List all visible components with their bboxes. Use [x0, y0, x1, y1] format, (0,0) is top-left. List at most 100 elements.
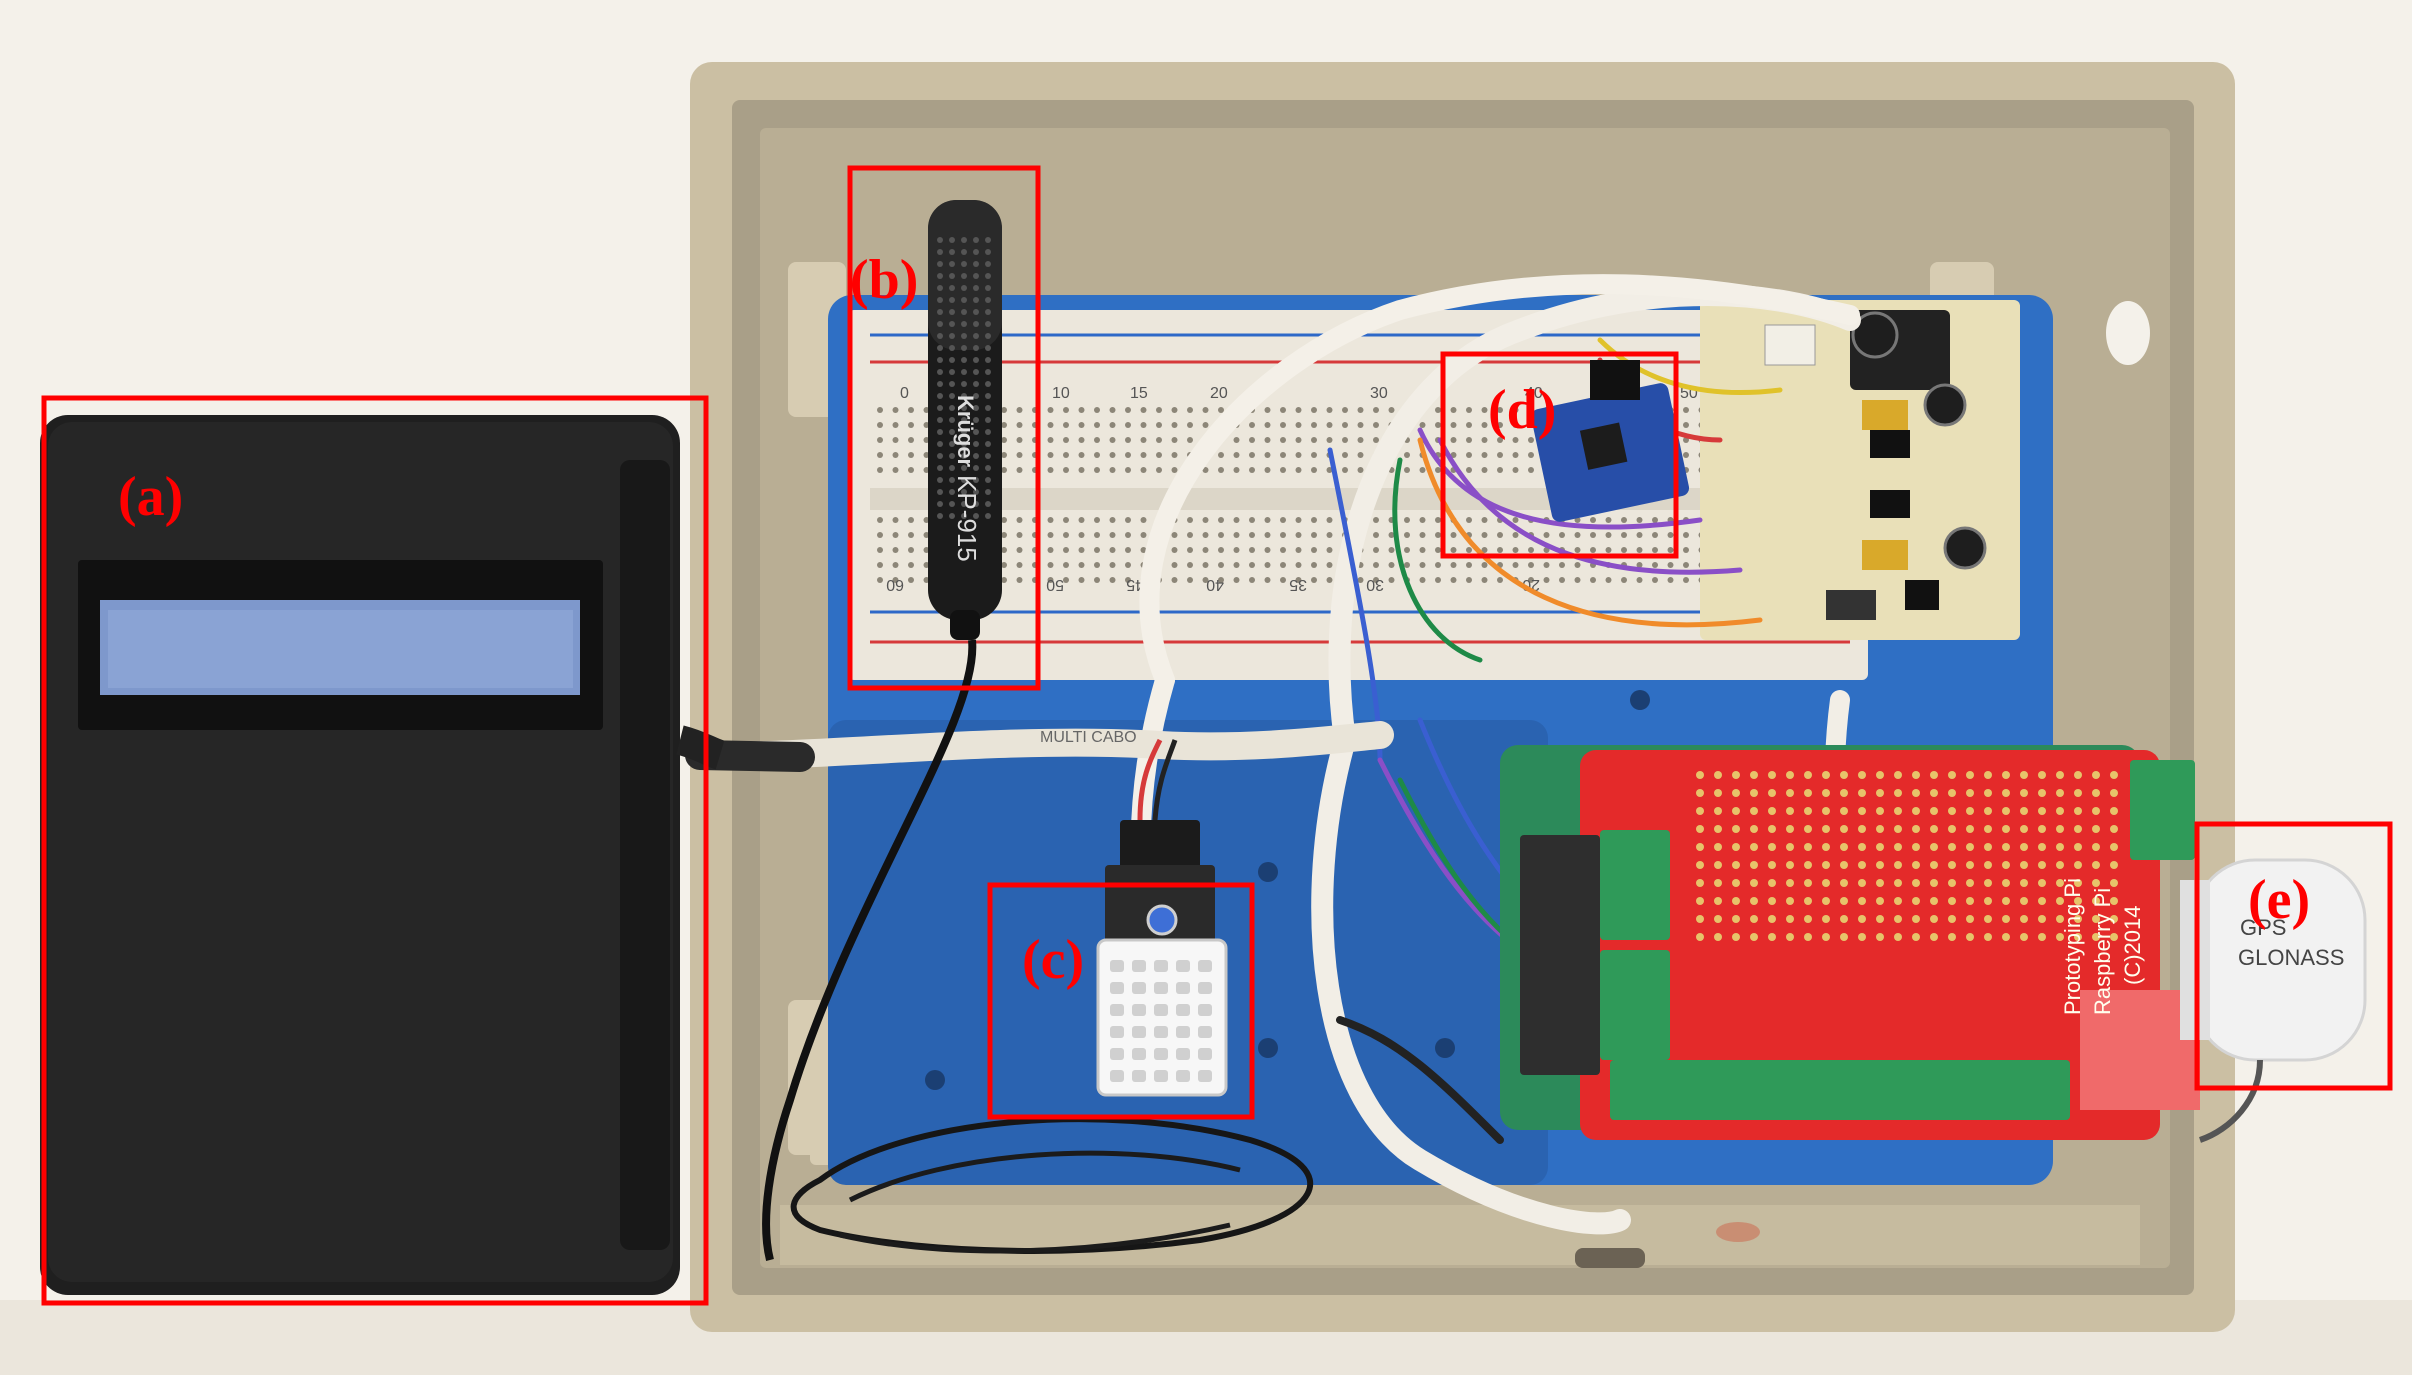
breadboard-number-bottom-1: 50	[1046, 576, 1064, 593]
probe-mesh-hole	[961, 441, 967, 447]
breadboard-hole	[1311, 422, 1317, 428]
shield-pad	[1732, 843, 1740, 851]
shield-pad	[1768, 861, 1776, 869]
shield-pad	[1858, 879, 1866, 887]
shield-pad	[1930, 771, 1938, 779]
probe-mesh-hole	[937, 357, 943, 363]
shield-pad	[2056, 807, 2064, 815]
breadboard-number-top-0: 0	[900, 385, 909, 402]
breadboard-hole	[1435, 562, 1441, 568]
shield-pad	[2074, 843, 2082, 851]
breadboard-hole	[1621, 517, 1627, 523]
breadboard-hole	[1528, 452, 1534, 458]
breadboard-hole	[1016, 407, 1023, 413]
probe-mesh-hole	[961, 417, 967, 423]
breadboard-hole	[1078, 517, 1085, 523]
breadboard-hole	[1078, 562, 1085, 568]
shield-pad	[1984, 825, 1992, 833]
breadboard-hole	[908, 422, 914, 428]
shield-pad	[1984, 771, 1992, 779]
shield-pad	[1696, 807, 1704, 815]
probe-mesh-hole	[973, 441, 979, 447]
probe-mesh-hole	[985, 249, 991, 255]
shield-pad	[1804, 879, 1812, 887]
probe-mesh-hole	[949, 429, 955, 435]
shield-pad	[2056, 933, 2064, 941]
shield-pad	[2038, 915, 2046, 923]
shield-pad	[2002, 861, 2010, 869]
breadboard-hole	[1264, 467, 1271, 473]
breadboard-hole	[1404, 532, 1410, 538]
breadboard-hole	[1435, 407, 1441, 413]
probe-mesh-hole	[937, 237, 943, 243]
breadboard-hole	[1202, 577, 1209, 583]
shield-pad	[1858, 843, 1866, 851]
breadboard-hole	[1063, 467, 1069, 473]
shield-pad	[2092, 861, 2100, 869]
shield-pad	[1714, 915, 1722, 923]
breadboard-hole	[1140, 532, 1147, 538]
shield-pad	[1948, 879, 1956, 887]
breadboard-hole	[1311, 532, 1317, 538]
breadboard-hole	[1109, 452, 1116, 458]
shield-pad	[1930, 789, 1938, 797]
breadboard-hole	[908, 452, 914, 458]
shield-pad	[2074, 807, 2082, 815]
breadboard-hole	[1264, 547, 1271, 553]
probe-mesh-hole	[973, 501, 979, 507]
probe-mesh-hole	[949, 477, 955, 483]
humidity-sensor-slot	[1110, 1026, 1124, 1038]
shield-pad	[1696, 825, 1704, 833]
breadboard-hole	[1373, 407, 1379, 413]
shield-pad	[2020, 789, 2028, 797]
probe-mesh-hole	[949, 513, 955, 519]
probe-mesh-hole	[985, 345, 991, 351]
shield-pad	[1984, 897, 1992, 905]
breadboard-hole	[1683, 452, 1689, 458]
breadboard-hole	[908, 467, 914, 473]
breadboard-hole	[1326, 437, 1333, 443]
breadboard-hole	[1373, 517, 1379, 523]
shield-pad	[1804, 915, 1812, 923]
breadboard-hole	[1667, 532, 1674, 538]
shield-pad	[1876, 915, 1884, 923]
shield-pad	[1948, 789, 1956, 797]
breadboard-hole	[1481, 577, 1488, 583]
breadboard-hole	[1450, 407, 1457, 413]
shield-pad	[1984, 807, 1992, 815]
shield-pad	[2038, 879, 2046, 887]
shield-pad	[1894, 825, 1902, 833]
shield-pad	[1750, 771, 1758, 779]
breadboard-hole	[1140, 452, 1147, 458]
breadboard-hole	[1528, 577, 1534, 583]
breadboard-hole	[1202, 517, 1209, 523]
shield-label-line1: Prototyping Pi	[2060, 878, 2085, 1015]
breadboard-hole	[877, 547, 883, 553]
breadboard-hole	[1652, 562, 1658, 568]
breadboard-hole	[1125, 532, 1131, 538]
probe-mesh-hole	[937, 249, 943, 255]
probe-mesh-hole	[985, 333, 991, 339]
breadboard-hole	[1295, 407, 1302, 413]
breadboard-hole	[1373, 532, 1379, 538]
breadboard-hole	[1078, 547, 1085, 553]
breadboard-hole	[1311, 562, 1317, 568]
breadboard-hole	[1249, 577, 1255, 583]
probe-mesh-hole	[949, 465, 955, 471]
probe-mesh-hole	[973, 429, 979, 435]
breadboard-hole	[1311, 467, 1317, 473]
probe-mesh-hole	[949, 237, 955, 243]
imu-sensor-module	[1531, 360, 1690, 522]
breadboard-hole	[1512, 547, 1519, 553]
breadboard-hole	[1388, 407, 1395, 413]
breadboard-hole	[1295, 562, 1302, 568]
breadboard-hole	[1636, 532, 1643, 538]
breadboard-hole	[1326, 407, 1333, 413]
breadboard-hole	[1404, 517, 1410, 523]
shield-pad	[1948, 915, 1956, 923]
breadboard-hole	[1109, 577, 1116, 583]
shield-pad	[2092, 843, 2100, 851]
breadboard-hole	[1016, 547, 1023, 553]
breadboard-hole	[1171, 422, 1178, 428]
